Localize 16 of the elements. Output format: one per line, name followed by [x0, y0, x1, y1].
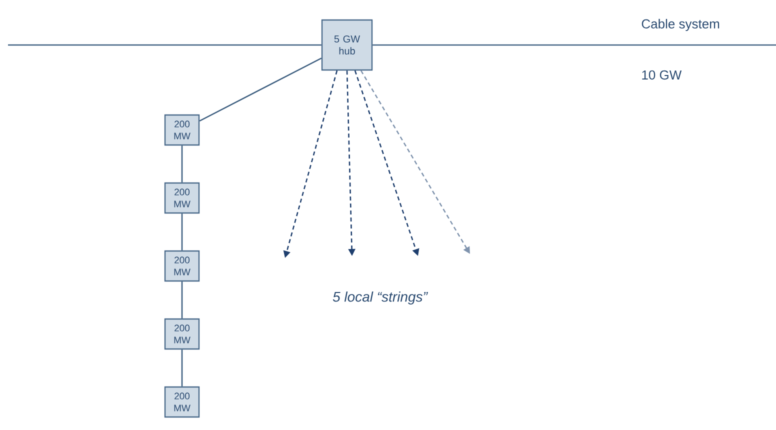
hub-box: 5 GW hub — [321, 19, 373, 71]
cable-line — [372, 44, 776, 46]
station-box: 200 MW — [164, 182, 200, 214]
cable-line — [8, 44, 322, 46]
connector-line — [199, 58, 322, 122]
station-box: 200 MW — [164, 386, 200, 418]
connector-line — [181, 214, 183, 250]
station-box: 200 MW — [164, 114, 200, 146]
connector-line — [181, 350, 183, 386]
side-label: Cable system — [642, 18, 720, 32]
connector-line — [181, 146, 183, 182]
caption-label: 5 local “strings” — [332, 291, 428, 304]
station-box: 200 MW — [164, 250, 200, 282]
station-box: 200 MW — [164, 318, 200, 350]
capacity-label: 10 GW — [642, 70, 682, 80]
connector-line — [181, 282, 183, 318]
